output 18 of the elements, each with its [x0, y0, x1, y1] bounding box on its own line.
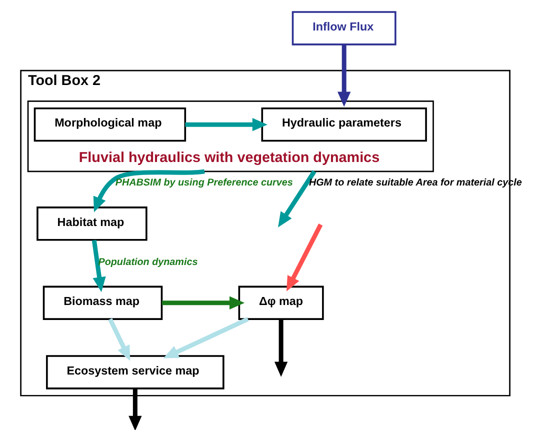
arrow: [286, 224, 323, 292]
node-box: Inflow Flux: [292, 11, 396, 46]
node-box: Hydraulic parameters: [261, 107, 427, 142]
arrow: [185, 118, 268, 132]
arrow: [92, 240, 106, 292]
arrow: [128, 388, 142, 430]
node-box: Habitat map: [36, 206, 148, 241]
edge-label: PHABSIM by using Preference curves: [115, 178, 293, 189]
node-box: Δφ map: [238, 286, 324, 320]
arrow: [274, 319, 288, 377]
node-box: Morphological map: [34, 107, 186, 142]
arrow: [93, 169, 205, 212]
arrow: [162, 296, 245, 310]
arrow: [163, 317, 249, 358]
node-box: Ecosystem service map: [46, 355, 224, 390]
arrow: [338, 44, 351, 107]
node-box: Biomass map: [42, 286, 163, 320]
arrow: [108, 318, 130, 361]
